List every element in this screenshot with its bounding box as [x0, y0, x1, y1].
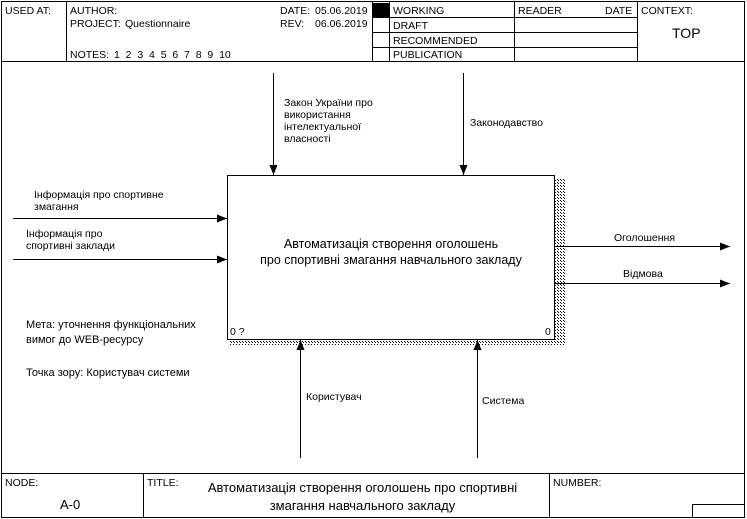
- project-value: Questionnaire: [125, 18, 191, 30]
- context-value: TOP: [672, 25, 701, 41]
- footer-grid: [1, 473, 745, 518]
- function-box: [227, 175, 555, 340]
- status-working: WORKING: [393, 5, 445, 17]
- title-value: Автоматизація створення оголошень про сп…: [207, 480, 518, 513]
- status-publication: PUBLICATION: [393, 49, 463, 61]
- header-grid: [1, 2, 745, 62]
- mechanism-label-user: Користувач: [306, 391, 362, 403]
- number-label: NUMBER:: [553, 477, 602, 489]
- input-label-venues: Інформація про спортивні заклади: [26, 228, 116, 252]
- box-corner-left: 0 ?: [230, 326, 245, 338]
- notes-numbers: 1 2 3 4 5 6 7 8 9 10: [114, 49, 231, 61]
- viewpoint-note: Точка зору: Користувач системи: [26, 367, 190, 379]
- function-box-title: Автоматизація створення оголошень про сп…: [260, 237, 522, 267]
- output-label-announcement: Оголошення: [614, 232, 676, 244]
- date-value: 05.06.2019: [315, 5, 368, 17]
- mechanism-label-system: Система: [482, 395, 525, 407]
- rev-value: 06.06.2019: [315, 18, 368, 30]
- output-label-rejection: Відмова: [623, 268, 663, 280]
- project-label: PROJECT:: [70, 18, 121, 30]
- context-label: CONTEXT:: [641, 5, 693, 17]
- node-value: A-0: [60, 497, 81, 512]
- reader-label: READER: [518, 5, 562, 17]
- author-label: AUTHOR:: [70, 5, 118, 17]
- date-label: DATE:: [280, 5, 311, 17]
- input-label-competition: Інформація про спортивне змагання: [34, 189, 164, 213]
- purpose-note: Мета: уточнення функціональних вимог до …: [26, 319, 196, 346]
- reader-date-label: DATE: [605, 5, 633, 17]
- title-label: TITLE:: [147, 477, 179, 489]
- box-corner-right: 0: [545, 326, 551, 338]
- status-recommended: RECOMMENDED: [393, 35, 478, 47]
- control-label-legislation: Законодавство: [470, 117, 543, 129]
- working-status-marker: [373, 3, 389, 17]
- rev-label: REV:: [280, 18, 305, 30]
- notes-label: NOTES:: [70, 49, 110, 61]
- used-at-label: USED AT:: [5, 5, 51, 17]
- node-label: NODE:: [5, 477, 39, 489]
- status-draft: DRAFT: [393, 20, 428, 32]
- control-label-law: Закон України про використання інтелекту…: [284, 97, 373, 145]
